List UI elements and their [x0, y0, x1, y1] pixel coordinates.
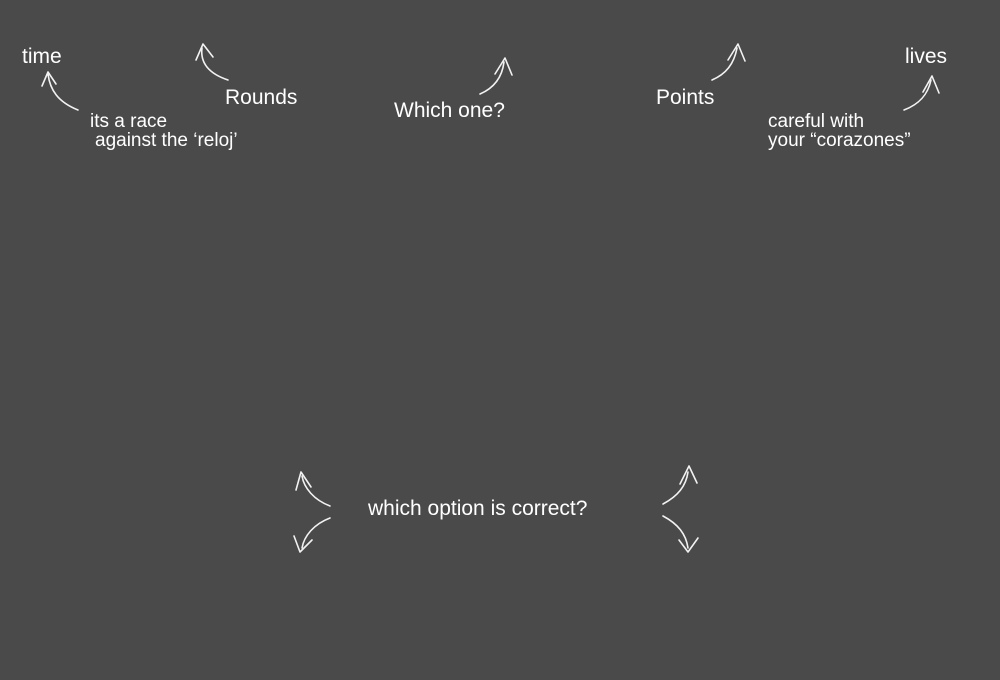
label-time: time — [22, 45, 62, 68]
label-lives: lives — [905, 45, 948, 68]
label-rounds: Rounds — [225, 86, 298, 109]
arrow-to-rounds-icon — [195, 43, 229, 81]
arrow-which-one-icon — [479, 57, 513, 95]
label-which-one: Which one? — [394, 99, 505, 122]
arrow-to-lives-icon — [903, 75, 940, 111]
arrow-question-right-up-icon — [662, 465, 698, 505]
label-points: Points — [656, 86, 715, 109]
arrow-question-left-down-icon — [293, 517, 331, 553]
label-race-line1: its a race — [90, 111, 168, 132]
label-question: which option is correct? — [368, 497, 588, 520]
arrow-question-right-down-icon — [662, 515, 699, 553]
arrow-to-time-icon — [41, 71, 79, 111]
arrow-points-icon — [711, 43, 746, 81]
label-careful-line2: your “corazones” — [768, 130, 911, 151]
label-race-line2: against the ‘reloj’ — [95, 130, 238, 151]
arrow-question-left-up-icon — [295, 471, 331, 507]
label-careful-line1: careful with — [768, 111, 865, 132]
